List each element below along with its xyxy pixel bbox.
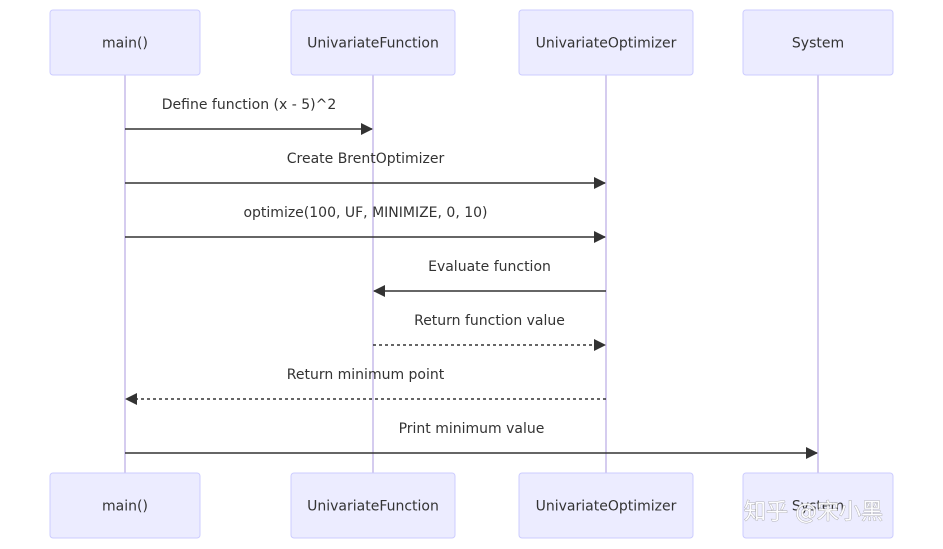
actor-label: UnivariateFunction: [307, 36, 439, 52]
message-label: Return function value: [414, 313, 565, 329]
message-6: Return minimum point: [125, 367, 606, 405]
message-4: Evaluate function: [373, 259, 606, 297]
actor-main-top: main(): [49, 9, 201, 76]
message-label: Create BrentOptimizer: [287, 151, 445, 167]
watermark-text: 知乎 @宋小黑: [744, 500, 883, 525]
actor-box: [290, 472, 456, 539]
actor-label: System: [792, 36, 844, 52]
actor-label: main(): [102, 499, 148, 515]
actor-label: System: [792, 499, 844, 515]
actor-box: [49, 472, 201, 539]
actor-box: [518, 472, 694, 539]
actor-label: UnivariateOptimizer: [536, 499, 677, 515]
actor-box: [290, 9, 456, 76]
message-2: Create BrentOptimizer: [125, 151, 606, 189]
actor-uf-bottom: UnivariateFunction: [290, 472, 456, 539]
message-1: Define function (x - 5)^2: [125, 97, 373, 135]
actor-box: [518, 9, 694, 76]
actor-uo-top: UnivariateOptimizer: [518, 9, 694, 76]
lifelines: [124, 75, 819, 473]
message-label: Evaluate function: [428, 259, 551, 275]
message-7: Print minimum value: [125, 421, 818, 459]
message-5: Return function value: [373, 313, 606, 351]
message-3: optimize(100, UF, MINIMIZE, 0, 10): [125, 205, 606, 243]
participants: main()main()UnivariateFunctionUnivariate…: [49, 9, 894, 539]
actor-box: [49, 9, 201, 76]
actor-main-bottom: main(): [49, 472, 201, 539]
actor-label: main(): [102, 36, 148, 52]
actor-sys-bottom: System: [742, 472, 894, 539]
actor-uf-top: UnivariateFunction: [290, 9, 456, 76]
actor-label: UnivariateOptimizer: [536, 36, 677, 52]
actor-sys-top: System: [742, 9, 894, 76]
actor-box: [742, 9, 894, 76]
message-label: optimize(100, UF, MINIMIZE, 0, 10): [243, 205, 487, 221]
actor-label: UnivariateFunction: [307, 499, 439, 515]
actor-box: [742, 472, 894, 539]
actor-uo-bottom: UnivariateOptimizer: [518, 472, 694, 539]
message-label: Return minimum point: [287, 367, 445, 383]
message-label: Define function (x - 5)^2: [162, 97, 337, 113]
message-label: Print minimum value: [399, 421, 545, 437]
